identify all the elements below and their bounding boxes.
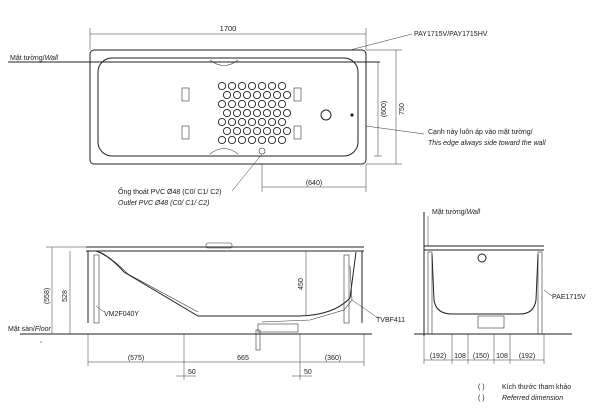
anti-slip-dot [222,90,232,100]
legend-text-en: Referred dimension [502,395,563,402]
floor-label-en: Floor [35,326,52,333]
floor-label: Mặt sàn/ [8,326,35,333]
plan-wall-label: Mặt tường/ [10,55,45,62]
overall-length-label: 1700 [220,24,237,33]
anti-slip-dot [217,117,227,127]
end-dim-5: (192) [519,353,535,360]
dim-right-label: (360) [325,355,341,362]
legend-symbol: ( ) [478,384,485,391]
end-dim-1: (192) [430,353,446,360]
anti-slip-dot [242,108,252,118]
dim-bottom-a: 50 [188,369,196,376]
anti-slip-dot-pattern [217,81,292,145]
outlet-label-en: Outlet PVC Ø48 (C0/ C1/ C2) [118,200,209,207]
anti-slip-dot [232,90,242,100]
panel-model-label: PAE1715V [552,294,586,301]
anti-slip-dot [232,108,242,118]
anti-slip-dot [272,126,282,136]
end-wall-label-en: Wall [467,209,481,216]
anti-slip-dot [252,126,262,136]
drain-offset-label: (640) [306,180,322,187]
anti-slip-dot [227,99,237,109]
end-view: Mặt tường/Wall PAE1715V (192) 108 (150) … [414,209,586,364]
dim-bottom-b: 50 [304,369,312,376]
svg-text:Mặt sàn/Floor: Mặt sàn/Floor [8,326,51,333]
anti-slip-dot [222,108,232,118]
anti-slip-dot [237,135,247,145]
height-label: 528 [62,290,69,302]
depth-ref-label: (600) [381,101,388,117]
anti-slip-dot [272,108,282,118]
dim-mid-label: 665 [237,355,249,362]
legend-text-vi: Kích thước tham khảo [502,384,571,391]
legend: ( ) Kích thước tham khảo ( ) Referred di… [478,384,571,402]
anti-slip-dot [247,81,257,91]
depth-label: 750 [399,103,406,115]
anti-slip-dot [267,81,277,91]
svg-text:Mặt tường/Wall: Mặt tường/Wall [10,55,59,62]
anti-slip-dot [252,108,262,118]
anti-slip-dot [217,135,227,145]
anti-slip-dot [277,81,287,91]
anti-slip-dot [267,99,277,109]
anti-slip-dot [217,99,227,109]
anti-slip-dot [247,99,257,109]
anti-slip-dot [217,81,227,91]
anti-slip-dot [237,99,247,109]
anti-slip-dot [237,117,247,127]
anti-slip-dot [277,135,287,145]
anti-slip-dot [262,108,272,118]
anti-slip-dot [237,81,247,91]
edge-note-vi: Cạnh này luôn áp vào mặt tường/ [428,129,533,136]
edge-note-en: This edge always side toward the wall [428,140,546,147]
foot-model-label: VM2F040Y [104,311,139,318]
anti-slip-dot [257,117,267,127]
inner-depth-label: 450 [298,278,305,290]
anti-slip-dot [257,135,267,145]
end-dim-3: (150) [473,353,489,360]
plan-view: 1700 Mặt tường/Wall (600) 750 [8,24,546,207]
anti-slip-dot [267,135,277,145]
anti-slip-dot [267,117,277,127]
anti-slip-dot [277,117,287,127]
anti-slip-dot [262,126,272,136]
anti-slip-dot [282,126,292,136]
total-height-ref: (558) [44,288,51,304]
anti-slip-dot [222,126,232,136]
anti-slip-dot [227,135,237,145]
legend-symbol-2: ( ) [478,395,485,402]
anti-slip-dot [242,126,252,136]
anti-slip-dot [232,126,242,136]
outlet-label-vi: Ống thoát PVC Ø48 (C0/ C1/ C2) [118,186,222,196]
svg-text:Mặt tường/Wall: Mặt tường/Wall [432,209,481,216]
side-view: (558) 528 Mặt sàn/Floor VM2F040Y 450 TVB… [8,242,405,380]
anti-slip-dot [227,81,237,91]
anti-slip-dot [282,108,292,118]
anti-slip-dot [247,117,257,127]
end-dim-4: 108 [496,353,508,360]
end-wall-label: Mặt tường/ [432,209,467,216]
anti-slip-dot [242,90,252,100]
anti-slip-dot [257,99,267,109]
anti-slip-dot [227,117,237,127]
anti-slip-dot [262,90,272,100]
anti-slip-dot [252,90,262,100]
dim-left-label: (575) [128,355,144,362]
plan-wall-label-en: Wall [45,55,59,62]
drain-model-label: TVBF411 [376,317,405,324]
anti-slip-dot [247,135,257,145]
anti-slip-dot [272,90,282,100]
anti-slip-dot [257,81,267,91]
anti-slip-dot [277,99,287,109]
end-dim-2: 108 [454,353,466,360]
model-label: PAY1715V/PAY1715HV [414,31,488,38]
anti-slip-dot [282,90,292,100]
